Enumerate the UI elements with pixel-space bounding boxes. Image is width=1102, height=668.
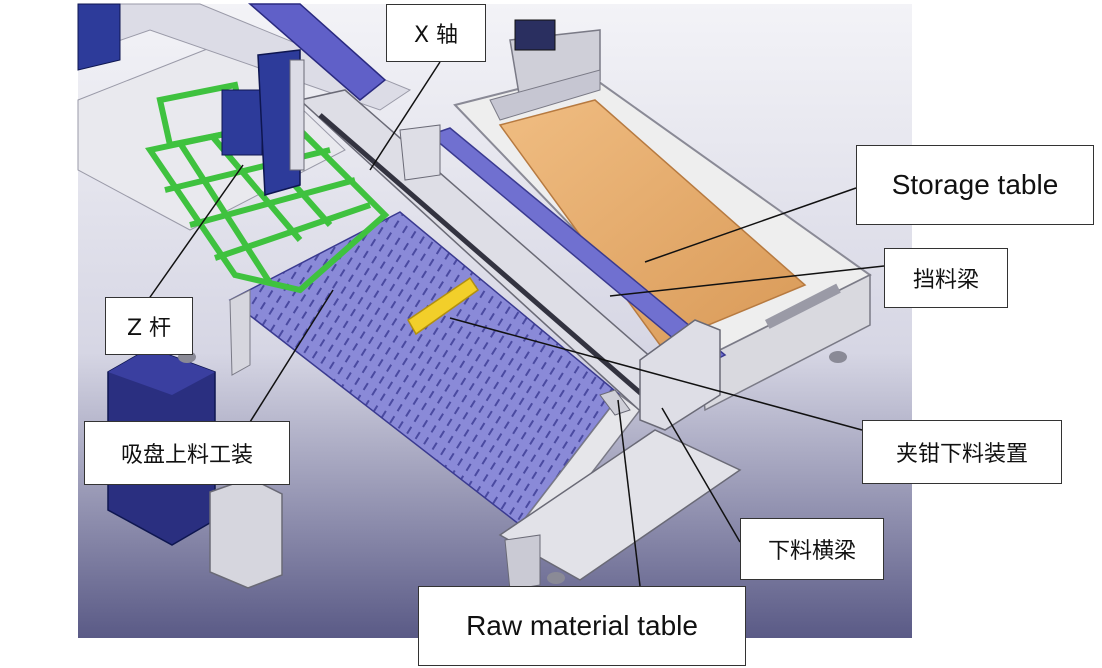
- raw-frame-left: [229, 289, 251, 376]
- front-frame: [498, 429, 742, 581]
- front-frame-leg: [504, 534, 541, 591]
- z-column-rail: [289, 59, 305, 171]
- foot: [547, 572, 565, 584]
- suction-fixture-label: 吸盘上料工装: [84, 421, 290, 485]
- z-rod-label: Z 杆: [105, 297, 193, 355]
- unload-crossbeam-label: 下料横梁: [740, 518, 884, 580]
- top-blue-beam: [248, 3, 387, 101]
- right-post: [639, 319, 721, 431]
- back-post: [399, 124, 441, 181]
- cabinet-top: [108, 348, 215, 395]
- top-left-unit: [77, 3, 121, 71]
- stop-beam-shape: [428, 127, 727, 366]
- x-axis-rack: [318, 113, 662, 412]
- z-column-body: [221, 89, 263, 156]
- gantry-arm: [489, 69, 601, 121]
- x-axis-label: X 轴: [386, 4, 486, 62]
- storage-table-label: Storage table: [856, 145, 1094, 225]
- motor-block: [514, 19, 556, 51]
- right-rail-slot: [765, 283, 841, 329]
- leader-lines: [147, 61, 885, 587]
- gripper-unload-label: 夹钳下料装置: [862, 420, 1062, 484]
- operator-console: [209, 477, 283, 589]
- yellow-bar: [407, 276, 480, 336]
- foot: [829, 351, 847, 363]
- raw-material-table-label: Raw material table: [418, 586, 746, 666]
- unload-beam: [599, 389, 631, 416]
- stop-beam-label: 挡料梁: [884, 248, 1008, 308]
